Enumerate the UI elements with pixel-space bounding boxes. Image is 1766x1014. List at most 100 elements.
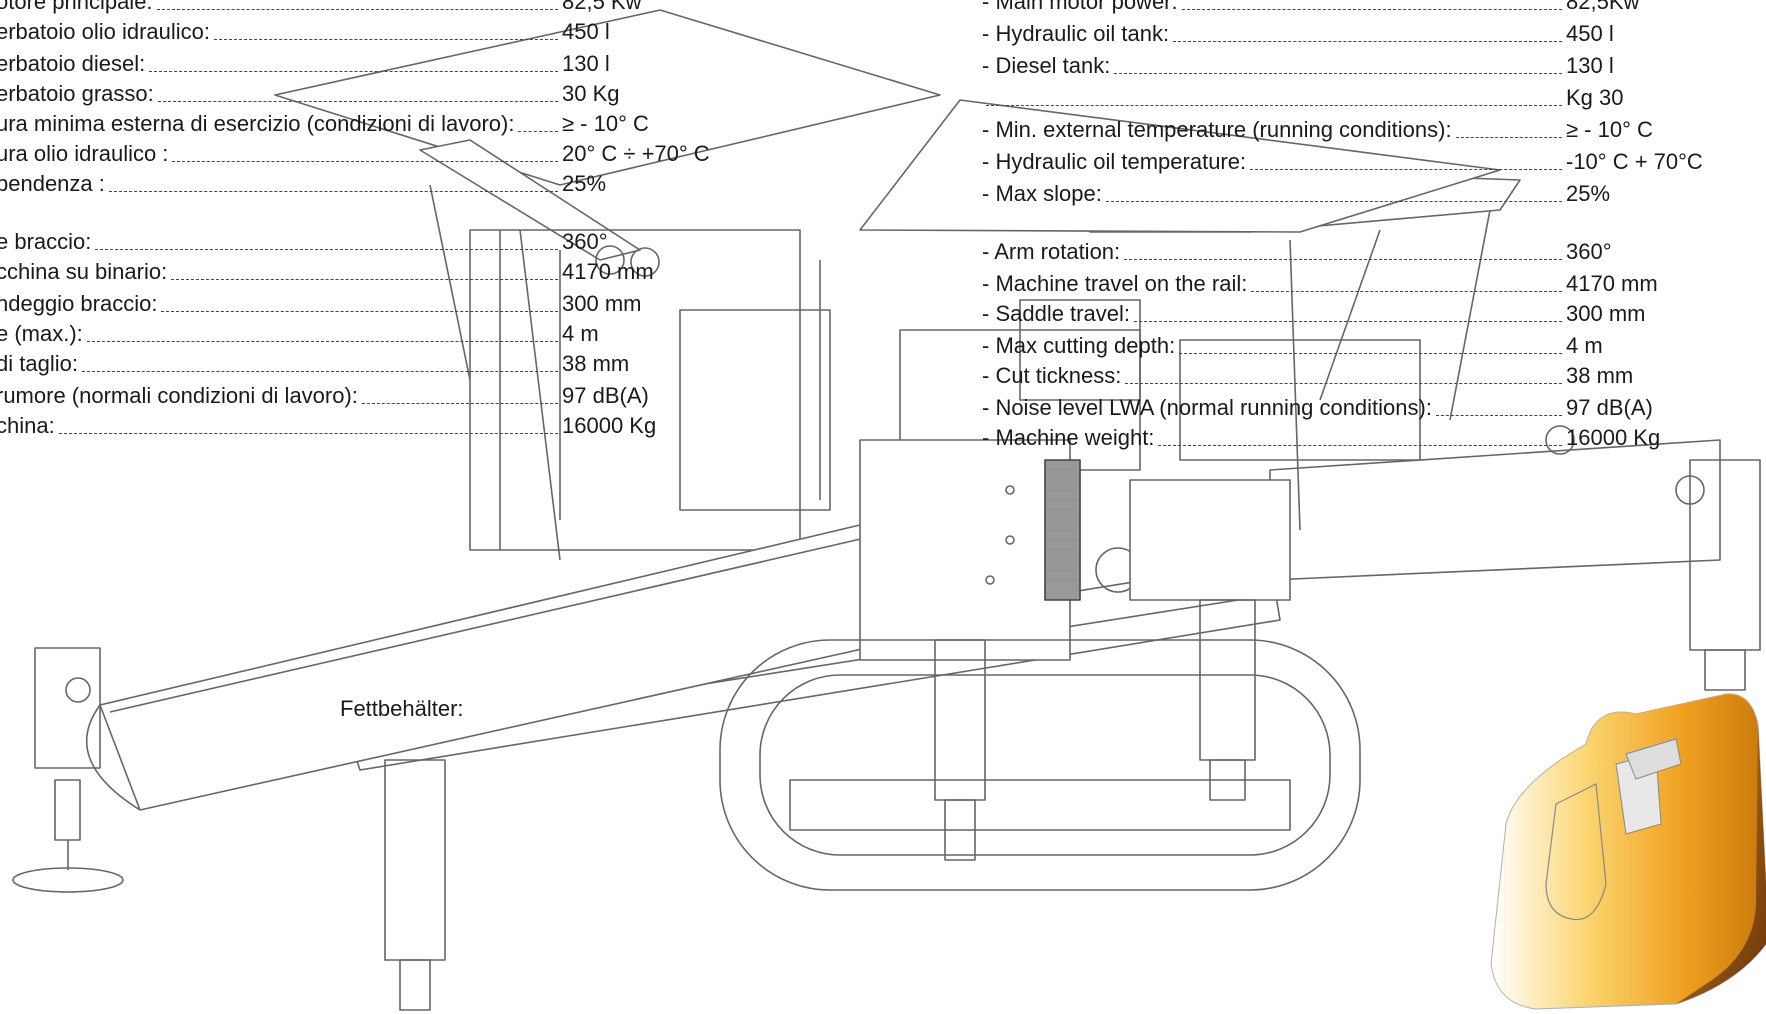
leader-line (1251, 267, 1562, 292)
leader-line (171, 255, 558, 280)
spec-value: 16000 Kg (562, 413, 657, 438)
leader-line (1114, 49, 1562, 74)
italian-spec-row: pendenza : 25% (0, 172, 782, 196)
italian-spec-row: ura minima esterna di esercizio (condizi… (0, 112, 782, 136)
grease-tank-annotation: Fettbehälter: (340, 696, 464, 721)
spec-value: 450 l (1566, 21, 1614, 46)
spec-value: 25% (1566, 181, 1611, 206)
spec-value: 30 Kg (562, 81, 620, 106)
spec-value: 300 mm (1566, 301, 1646, 326)
spec-label: - Cut tickness: (982, 363, 1122, 388)
italian-spec-row: erbatoio olio idraulico: 450 l (0, 20, 782, 44)
italian-spec-row: e braccio:360° (0, 230, 782, 254)
italian-spec-row: ura olio idraulico :20° C ÷ +70° C (0, 142, 782, 166)
leader-line (149, 47, 558, 72)
leader-line (109, 167, 558, 192)
leader-line (87, 317, 558, 342)
spec-value: 4 m (562, 321, 599, 346)
leader-line (1456, 113, 1562, 138)
spec-label: - Min. external temperature (running con… (982, 117, 1452, 142)
spec-label: - Max slope: (982, 181, 1102, 206)
spec-label: - Max cutting depth: (982, 333, 1176, 358)
english-spec-row: - Hydraulic oil tank:450 l (982, 22, 1766, 46)
spec-label: ura minima esterna di esercizio (condizi… (0, 111, 515, 136)
spec-value: 82,5 Kw (562, 0, 642, 14)
spec-label: rumore (normali condizioni di lavoro): (0, 383, 358, 408)
leader-line (518, 107, 558, 132)
spec-value: 4 m (1566, 333, 1603, 358)
spec-label: e (max.): (0, 321, 83, 346)
spec-value: 360° (562, 229, 608, 254)
italian-spec-row: china: 16000 Kg (0, 414, 782, 438)
spec-value: Kg 30 (1566, 85, 1624, 110)
italian-spec-row: ndeggio braccio:300 mm (0, 292, 782, 316)
spec-value: 38 mm (1566, 363, 1634, 388)
spec-label: pendenza : (0, 171, 105, 196)
leader-line (59, 409, 558, 434)
english-spec-row: Kg 30 (982, 86, 1766, 110)
leader-line (1250, 145, 1562, 170)
italian-spec-row: e (max.): 4 m (0, 322, 782, 346)
spec-value: 130 l (1566, 53, 1614, 78)
leader-line (1179, 329, 1562, 354)
spec-label: - Machine travel on the rail: (982, 271, 1248, 296)
english-spec-row: - Saddle travel: 300 mm (982, 302, 1766, 326)
italian-spec-row: cchina su binario: 4170 mm (0, 260, 782, 284)
spec-label: - Main motor power: (982, 0, 1178, 14)
english-spec-row: - Main motor power: 82,5Kw (982, 0, 1766, 14)
leader-line (1125, 359, 1562, 384)
spec-value: 97 dB(A) (1566, 395, 1653, 420)
spec-label: erbatoio diesel: (0, 51, 146, 76)
leader-line (82, 347, 558, 372)
italian-spec-row: rumore (normali condizioni di lavoro): 97… (0, 384, 782, 408)
spec-value: 25% (562, 171, 607, 196)
spec-value: 82,5Kw (1566, 0, 1640, 14)
spec-value: 360° (1566, 239, 1612, 264)
leader-line (986, 81, 1562, 106)
spec-label: otore principale: (0, 0, 153, 14)
spec-label: china: (0, 413, 55, 438)
leader-line (157, 0, 558, 10)
english-spec-row: - Machine weight: 16000 Kg (982, 426, 1766, 450)
spec-label: erbatoio olio idraulico: (0, 19, 211, 44)
spec-label: - Saddle travel: (982, 301, 1130, 326)
english-spec-row: - Max slope: 25% (982, 182, 1766, 206)
italian-spec-row: otore principale: 82,5 Kw (0, 0, 782, 14)
english-spec-row: - Min. external temperature (running con… (982, 118, 1766, 142)
spec-label: - Noise level LWA (normal running condit… (982, 395, 1432, 420)
english-spec-row: - Hydraulic oil temperature:-10° C + 70°… (982, 150, 1766, 174)
leader-line (95, 225, 558, 250)
spec-label: - Hydraulic oil temperature: (982, 149, 1247, 174)
leader-line (1436, 391, 1562, 416)
leader-line (214, 15, 558, 40)
spec-value: 38 mm (562, 351, 630, 376)
leader-line (158, 77, 558, 102)
spec-label: erbatoio grasso: (0, 81, 154, 106)
english-spec-row: - Arm rotation: 360° (982, 240, 1766, 264)
spec-label: cchina su binario: (0, 259, 168, 284)
spec-value: ≥ - 10° C (1566, 117, 1653, 142)
english-spec-row: - Cut tickness: 38 mm (982, 364, 1766, 388)
spec-value: 16000 Kg (1566, 425, 1661, 450)
leader-line (1124, 235, 1562, 260)
spec-label: ura olio idraulico : (0, 141, 169, 166)
english-spec-row: - Max cutting depth: 4 m (982, 334, 1766, 358)
spec-label: di taglio: (0, 351, 78, 376)
spec-value: 130 l (562, 51, 610, 76)
english-spec-row: - Noise level LWA (normal running condit… (982, 396, 1766, 420)
spec-value: 97 dB(A) (562, 383, 649, 408)
spec-label: - Diesel tank: (982, 53, 1111, 78)
spec-value: 4170 mm (562, 259, 654, 284)
spec-label: - Arm rotation: (982, 239, 1121, 264)
leader-line (161, 287, 558, 312)
english-spec-row: - Machine travel on the rail:4170 mm (982, 272, 1766, 296)
leader-line (362, 379, 558, 404)
italian-spec-row: erbatoio diesel: 130 l (0, 52, 782, 76)
spec-label: - Machine weight: (982, 425, 1155, 450)
leader-line (1158, 421, 1562, 446)
spec-value: ≥ - 10° C (562, 111, 649, 136)
spec-value: 450 l (562, 19, 610, 44)
italian-spec-row: erbatoio grasso: 30 Kg (0, 82, 782, 106)
